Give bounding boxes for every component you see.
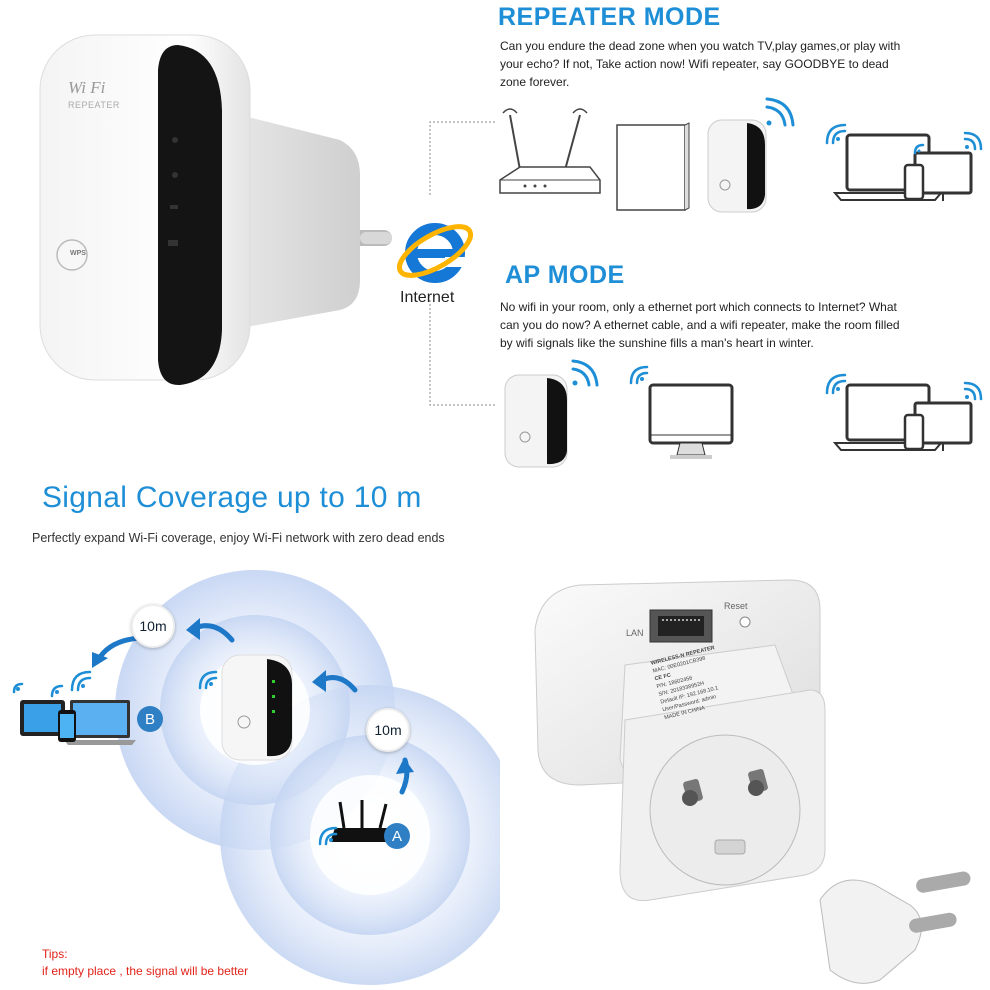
wps-label: WPS (70, 250, 86, 257)
range-label-2: 10m (374, 722, 402, 738)
wifi-icon (825, 373, 983, 401)
brand-logo: Wi Fi (68, 78, 106, 97)
point-b-badge: B (137, 706, 163, 732)
ap-mode-diagram (504, 359, 983, 468)
devices-icon (20, 700, 136, 745)
point-a-label: A (391, 827, 402, 845)
coverage-title: Signal Coverage up to 10 m (42, 481, 422, 514)
ap-mode-title: AP MODE (505, 261, 625, 289)
ie-icon (396, 223, 474, 283)
product-front-illustration (39, 34, 392, 386)
tips-title: Tips: (42, 947, 68, 961)
wifi-icon (825, 123, 847, 145)
point-b-label: B (144, 710, 155, 728)
wifi-icon (198, 670, 218, 690)
tips-text: if empty place , the signal will be bett… (42, 964, 249, 978)
product-front: Wi Fi REPEATER WPS (10, 0, 410, 410)
range-label-1: 10m (139, 618, 167, 634)
internet-logo: Internet (390, 205, 480, 315)
reset-label: Reset (724, 601, 748, 611)
router-icon (330, 800, 398, 842)
brand-sub: REPEATER (68, 100, 120, 110)
wifi-icon (318, 826, 338, 846)
wifi-icon (765, 97, 795, 127)
phone-icon (903, 413, 925, 451)
repeater-icon (504, 374, 568, 468)
range-badge-1: 10m (131, 604, 175, 648)
router-icon (499, 108, 601, 194)
repeater-mode-description: Can you endure the dead zone when you wa… (500, 39, 901, 89)
wifi-icon (629, 365, 649, 385)
product-back-illustration (534, 579, 971, 984)
point-a-badge: A (384, 823, 410, 849)
connector-lines (429, 121, 495, 406)
wifi-icon (913, 131, 983, 155)
wall-icon (616, 122, 690, 211)
coverage-subtitle: Perfectly expand Wi-Fi coverage, enjoy W… (32, 531, 445, 545)
repeater-mode-title: REPEATER MODE (498, 3, 721, 31)
phone-icon (903, 163, 925, 201)
internet-label: Internet (400, 289, 455, 306)
wifi-icon (12, 670, 92, 698)
wifi-icon (571, 359, 599, 387)
monitor-icon (648, 383, 734, 459)
repeater-icon (221, 654, 293, 761)
repeater-mode-diagram (499, 97, 983, 213)
lan-label: LAN (626, 628, 644, 638)
range-badge-2: 10m (366, 708, 410, 752)
coverage-diagram (12, 570, 500, 985)
repeater-icon (707, 119, 767, 213)
ap-mode-description: No wifi in your room, only a ethernet po… (500, 300, 900, 350)
arrowheads (92, 618, 414, 774)
